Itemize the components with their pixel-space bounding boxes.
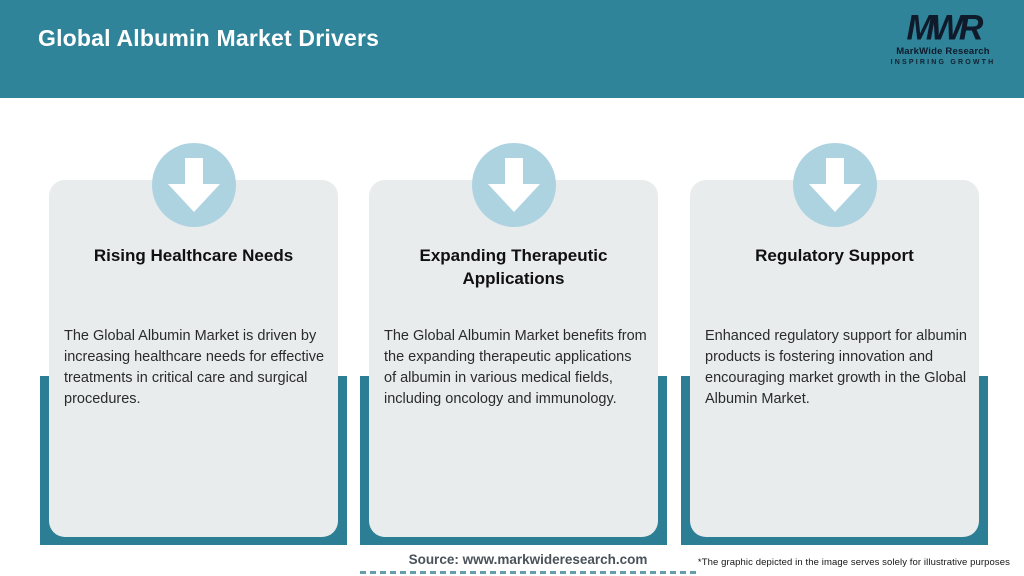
card-panel: Regulatory Support Enhanced regulatory s… bbox=[690, 180, 979, 537]
header-bar: Global Albumin Market Drivers MWR MarkWi… bbox=[0, 0, 1024, 98]
markwide-logo: MWR MarkWide Research INSPIRING GROWTH bbox=[888, 8, 998, 66]
card-description: Enhanced regulatory support for albumin … bbox=[705, 328, 967, 407]
card-description: The Global Albumin Market benefits from … bbox=[384, 328, 647, 407]
source-text: Source: www.markwideresearch.com bbox=[408, 552, 648, 567]
card-panel: Expanding Therapeutic Applications The G… bbox=[369, 180, 658, 537]
card-panel: Rising Healthcare Needs The Global Album… bbox=[49, 180, 338, 537]
logo-tagline: INSPIRING GROWTH bbox=[890, 58, 996, 66]
arrow-badge bbox=[151, 143, 236, 227]
arrow-badge bbox=[471, 143, 556, 227]
card-description: The Global Albumin Market is driven by i… bbox=[64, 328, 325, 407]
driver-card-rising-healthcare-needs: Rising Healthcare Needs The Global Album… bbox=[40, 143, 347, 545]
logo-mwr-mark-icon: MWR bbox=[906, 8, 984, 48]
disclaimer-text: *The graphic depicted in the image serve… bbox=[697, 557, 1010, 568]
down-arrow-icon bbox=[808, 158, 861, 212]
logo-company-name: MarkWide Research bbox=[896, 46, 990, 57]
down-arrow-icon bbox=[487, 158, 540, 212]
driver-card-expanding-therapeutic-applications: Expanding Therapeutic Applications The G… bbox=[360, 143, 667, 545]
card-title: Rising Healthcare Needs bbox=[93, 246, 294, 265]
down-arrow-icon bbox=[167, 158, 220, 212]
card-title: Expanding Therapeutic Applications bbox=[419, 246, 608, 288]
driver-card-regulatory-support: Regulatory Support Enhanced regulatory s… bbox=[681, 143, 988, 545]
card-title: Regulatory Support bbox=[755, 246, 914, 265]
source-underline bbox=[360, 571, 696, 574]
arrow-badge bbox=[792, 143, 877, 227]
page-title: Global Albumin Market Drivers bbox=[38, 25, 380, 51]
